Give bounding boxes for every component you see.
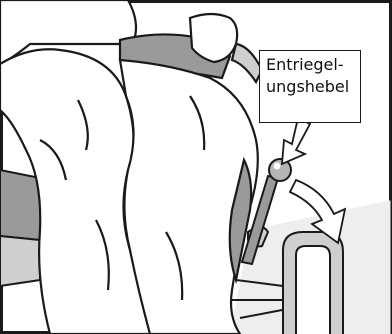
release-lever-callout: Entriegel- ungshebel bbox=[259, 50, 361, 123]
callout-line-1: Entriegel- bbox=[266, 54, 354, 76]
callout-line-2: ungshebel bbox=[266, 76, 354, 98]
